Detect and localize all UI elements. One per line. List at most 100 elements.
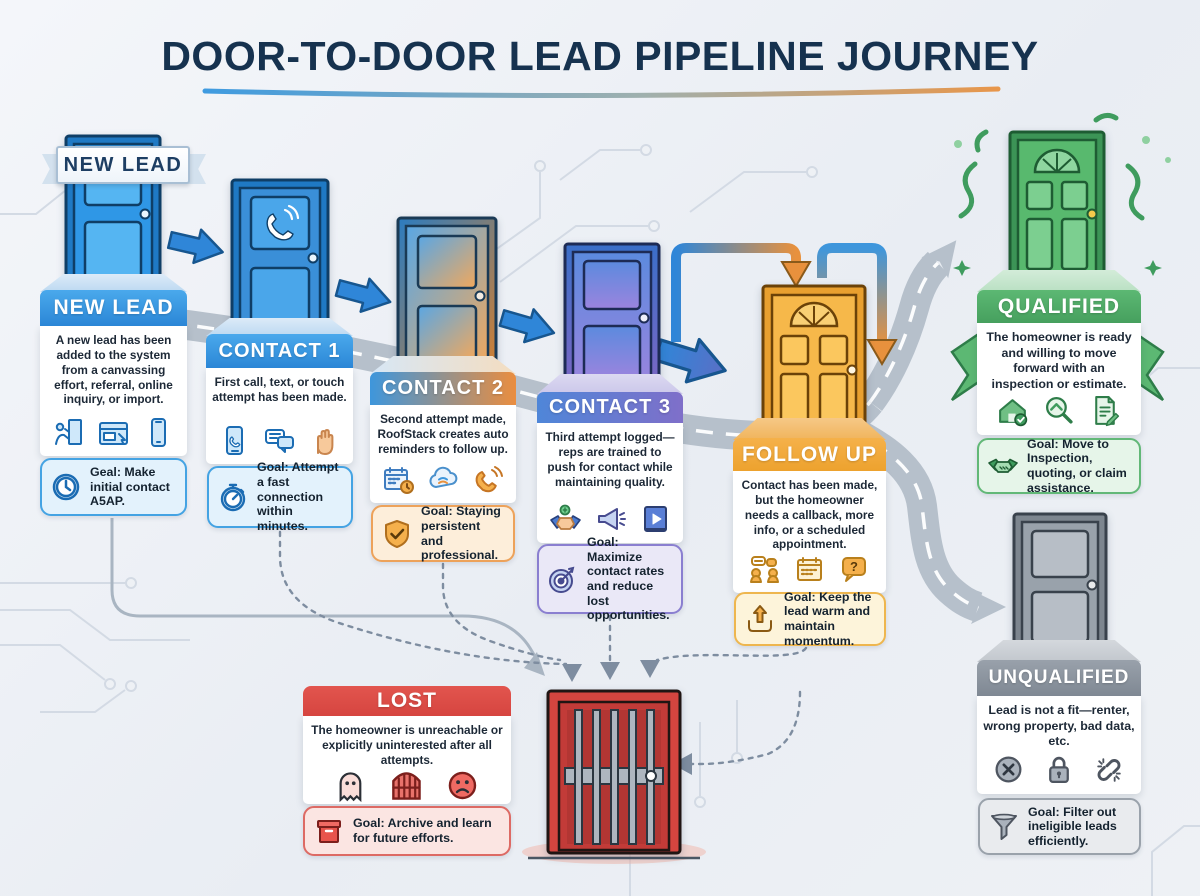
stage-icons bbox=[992, 753, 1126, 787]
contact1-door bbox=[230, 178, 330, 338]
new-lead-banner: NEW LEAD bbox=[56, 146, 190, 184]
stage-goal-contact2: Goal: Staying persistent and professiona… bbox=[371, 504, 515, 563]
arrow-contact1-contact2 bbox=[334, 277, 392, 313]
lock-icon bbox=[1042, 753, 1076, 787]
stage-description: First call, text, or touch attempt has b… bbox=[212, 375, 347, 404]
stage-goal-lost: Goal: Archive and learn for future effor… bbox=[303, 806, 511, 856]
stage-icons: ? bbox=[748, 553, 871, 586]
contact2-door bbox=[396, 216, 498, 376]
target-icon bbox=[547, 563, 579, 595]
chat-bubbles-icon bbox=[263, 424, 296, 457]
stage-header-qualified: QUALIFIED bbox=[977, 290, 1141, 323]
flow-arrows bbox=[166, 228, 727, 384]
stage-description: Second attempt made, RoofStack creates a… bbox=[377, 412, 509, 456]
goal-text: Goal: Maximize contact rates and reduce … bbox=[587, 535, 670, 623]
contact1-pedestal bbox=[206, 318, 353, 336]
unqualified-pedestal bbox=[977, 640, 1141, 662]
stage-header-contact3: CONTACT 3 bbox=[537, 392, 683, 423]
title-underline bbox=[202, 86, 1001, 99]
door-knock-icon bbox=[52, 416, 85, 449]
stage-header-lost: LOST bbox=[303, 686, 511, 716]
qualified-pedestal bbox=[977, 270, 1141, 292]
stopwatch-icon bbox=[217, 481, 249, 513]
arrow-contact2-contact3 bbox=[498, 308, 556, 344]
stage-goal-qualified: Goal: Move to Inspection, quoting, or cl… bbox=[977, 436, 1141, 495]
stage-description: A new lead has been added to the system … bbox=[54, 333, 173, 407]
phone-ring-icon bbox=[472, 463, 505, 496]
cloud-sync-icon bbox=[427, 463, 460, 496]
stage-icons bbox=[333, 768, 481, 804]
stage-card-follow-up: Contact has been made, but the homeowner… bbox=[733, 471, 886, 593]
conversation-icon bbox=[748, 553, 781, 586]
estimate-doc-icon bbox=[1088, 394, 1122, 428]
stage-description: The homeowner is unreachable or explicit… bbox=[311, 723, 503, 767]
funnel-icon bbox=[988, 811, 1020, 843]
stage-description: Contact has been made, but the homeowner… bbox=[741, 478, 878, 552]
arrow-newlead-contact1 bbox=[166, 228, 224, 265]
sad-face-icon bbox=[445, 768, 481, 804]
unqualified-door bbox=[1012, 512, 1108, 660]
lost-door bbox=[545, 688, 683, 856]
stage-icons bbox=[382, 463, 505, 496]
stage-goal-unqualified: Goal: Filter out ineligible leads effici… bbox=[978, 798, 1141, 855]
clock-icon bbox=[50, 471, 82, 503]
contact2-pedestal bbox=[370, 356, 516, 374]
loop-arrows bbox=[671, 243, 898, 366]
confetti bbox=[953, 112, 1171, 276]
x-circle-icon bbox=[992, 753, 1026, 787]
archive-box-icon bbox=[313, 815, 345, 847]
stage-goal-contact1: Goal: Attempt a fast connection within m… bbox=[207, 460, 353, 533]
svg-text:?: ? bbox=[850, 559, 858, 574]
handshake-coin-icon bbox=[549, 503, 582, 536]
stage-card-lost: The homeowner is unreachable or explicit… bbox=[303, 716, 511, 804]
stage-icons bbox=[996, 394, 1122, 428]
follow-up-pedestal bbox=[733, 418, 886, 440]
broken-link-icon bbox=[1092, 753, 1126, 787]
megaphone-icon bbox=[594, 503, 627, 536]
training-book-icon bbox=[639, 503, 672, 536]
stage-header-contact2: CONTACT 2 bbox=[370, 372, 516, 405]
stage-card-new-lead: A new lead has been added to the system … bbox=[40, 326, 187, 456]
page-title: DOOR-TO-DOOR LEAD PIPELINE JOURNEY bbox=[161, 33, 1039, 79]
goal-text: Goal: Archive and learn for future effor… bbox=[353, 816, 492, 845]
stage-description: Third attempt logged—reps are trained to… bbox=[545, 430, 675, 489]
stage-card-contact3: Third attempt logged—reps are trained to… bbox=[537, 423, 683, 543]
qualified-door bbox=[1008, 130, 1106, 288]
house-check-icon bbox=[996, 394, 1030, 428]
goal-text: Goal: Attempt a fast connection within m… bbox=[257, 460, 339, 533]
stage-card-qualified: The homeowner is ready and willing to mo… bbox=[977, 323, 1141, 435]
goal-text: Goal: Move to Inspection, quoting, or cl… bbox=[1027, 436, 1127, 495]
goal-text: Geal: Make initial contact A5AP. bbox=[90, 465, 170, 509]
stage-header-contact1: CONTACT 1 bbox=[206, 334, 353, 368]
stage-icons bbox=[549, 503, 672, 536]
hand-wave-icon bbox=[308, 424, 341, 457]
stage-icons bbox=[218, 424, 341, 457]
shield-check-icon bbox=[381, 518, 413, 550]
phone-call-icon bbox=[218, 424, 251, 457]
goal-text: Goal: Staying persistent and professiona… bbox=[421, 504, 501, 563]
stage-card-contact1: First call, text, or touch attempt has b… bbox=[206, 368, 353, 464]
question-bubble-icon: ? bbox=[838, 553, 871, 586]
browser-icon bbox=[97, 416, 130, 449]
tray-arrow-icon bbox=[744, 603, 776, 635]
stage-description: Lead is not a fit—renter, wrong property… bbox=[983, 703, 1135, 749]
smartphone-icon bbox=[142, 416, 175, 449]
stage-description: The homeowner is ready and willing to mo… bbox=[986, 330, 1132, 391]
calendar-reminder-icon bbox=[382, 463, 415, 496]
contact3-pedestal bbox=[537, 374, 683, 394]
ghost-icon bbox=[333, 768, 369, 804]
stage-goal-follow-up: Goal: Keep the lead warm and maintain mo… bbox=[734, 589, 886, 648]
arrow-contact3-followup bbox=[653, 337, 727, 384]
stage-card-unqualified: Lead is not a fit—renter, wrong property… bbox=[977, 696, 1141, 794]
loop-arrow-left bbox=[671, 243, 801, 342]
calendar-icon bbox=[793, 553, 826, 586]
goal-text: Goal: Filter out ineligible leads effici… bbox=[1028, 804, 1117, 848]
new-lead-pedestal bbox=[40, 274, 187, 292]
loop-arrow-right bbox=[817, 243, 887, 346]
lost-connectors bbox=[110, 518, 808, 775]
stage-header-unqualified: UNQUALIFIED bbox=[977, 660, 1141, 696]
handshake-icon bbox=[987, 450, 1019, 482]
stage-header-new-lead: NEW LEAD bbox=[40, 290, 187, 326]
goal-text: Goal: Keep the lead warm and maintain mo… bbox=[784, 589, 872, 648]
